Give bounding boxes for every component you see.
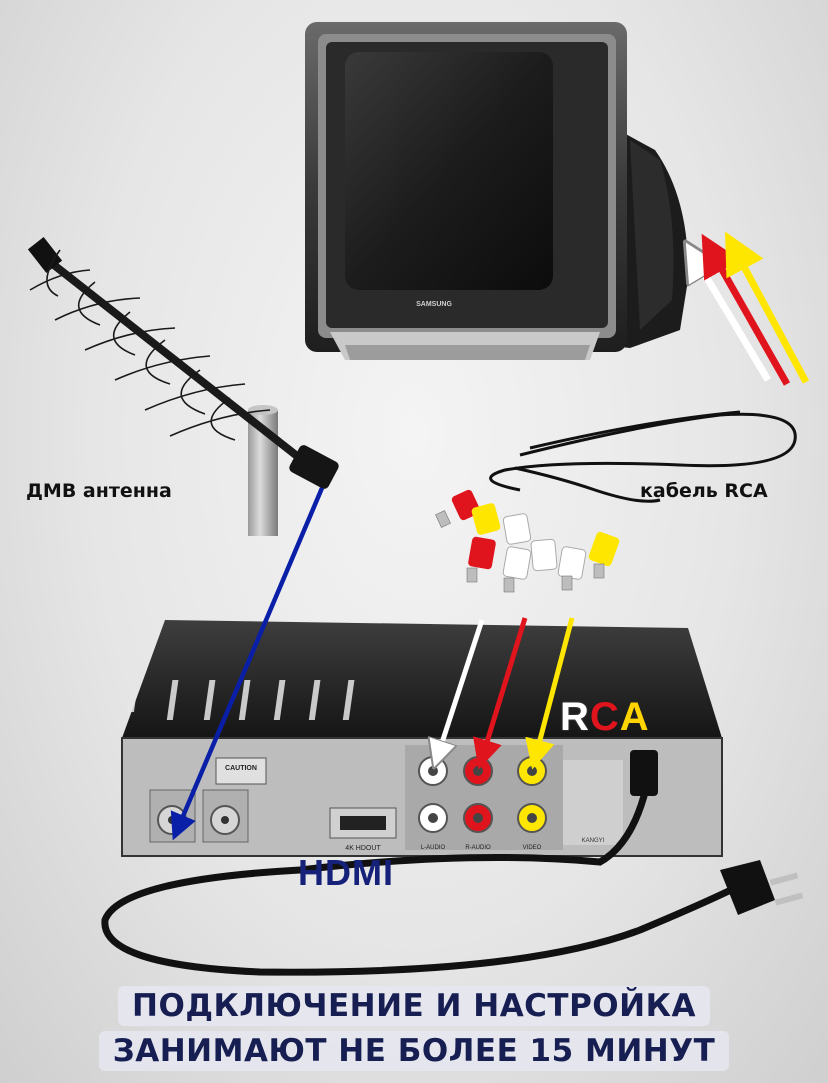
antenna-connection-arrow <box>170 487 325 841</box>
port-label-r-audio: R-AUDIO <box>465 845 491 851</box>
brand-label: KANGYI <box>582 838 605 844</box>
red-connection-arrow <box>473 617 528 770</box>
headline-line-1: ПОДКЛЮЧЕНИЕ И НАСТРОЙКА <box>0 986 828 1026</box>
yellow-connection-arrow <box>525 617 575 770</box>
rca-letter-c: C <box>589 695 620 739</box>
rca-label: RCA <box>560 695 650 740</box>
headline-line-1-text: ПОДКЛЮЧЕНИЕ И НАСТРОЙКА <box>118 986 710 1026</box>
port-label-hdmi-out: 4K HDOUT <box>345 845 381 852</box>
rca-letter-a: A <box>619 695 650 739</box>
port-label-video: VIDEO <box>523 845 542 851</box>
tv: SAMSUNG <box>305 22 689 360</box>
rca-cable-label: кабель RCA <box>640 480 768 502</box>
rca-letter-r: R <box>560 695 590 739</box>
headline-line-2-text: ЗАНИМАЮТ НЕ БОЛЕЕ 15 МИНУТ <box>98 1031 730 1071</box>
hdmi-label: HDMI <box>298 852 394 893</box>
port-label-l-audio: L-AUDIO <box>421 845 446 851</box>
antenna-label: ДМВ антенна <box>26 480 172 502</box>
tv-input-arrows <box>695 231 810 386</box>
headline-line-2: ЗАНИМАЮТ НЕ БОЛЕЕ 15 МИНУТ <box>0 1031 828 1071</box>
antenna <box>27 237 339 536</box>
rca-cable <box>435 410 797 593</box>
caution-sticker: CAUTION <box>225 765 257 772</box>
receiver: CAUTION 4K HDOUT L-AUDIO R-AUDIO VIDEO K… <box>121 620 723 857</box>
tv-brand: SAMSUNG <box>416 301 452 308</box>
power-cable <box>101 792 804 976</box>
white-connection-arrow <box>438 619 485 755</box>
